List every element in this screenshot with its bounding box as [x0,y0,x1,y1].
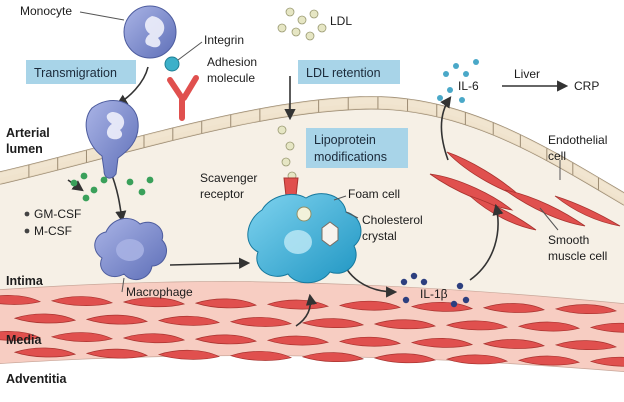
transmigration-text: Transmigration [34,66,117,80]
label-gm-csf: GM-CSF [34,207,81,221]
media-muscle-cell [229,351,293,361]
leader-integrin [177,41,203,61]
arrow-to-il6 [440,96,452,161]
label-endothelial-2: cell [548,149,566,163]
label-smooth-2: muscle cell [548,249,607,263]
media-muscle-cell [554,340,618,351]
label-macrophage: Macrophage [126,285,193,299]
box-lipoprotein-modifications: Lipoprotein modifications [306,128,408,168]
media-muscle-cell [482,303,546,313]
media-muscle-cell [445,320,509,331]
label-lumen: lumen [6,142,43,156]
bullet-gm-csf [24,211,30,217]
cholesterol-crystal [321,221,339,247]
leader-smooth [539,207,559,231]
label-adventitia: Adventitia [6,372,67,386]
media-muscle-cell [157,349,221,360]
box-transmigration: Transmigration [26,60,136,84]
transmigrating-monocyte [85,100,139,179]
media-muscle-cell [50,296,114,306]
media-muscle-cell [589,322,624,333]
label-smooth-1: Smooth [548,233,589,247]
label-scavenger-2: receptor [200,187,244,201]
adhesion-molecule [167,75,199,121]
label-arterial: Arterial [6,126,50,140]
il6-dots [437,59,479,103]
media-muscle-cell [85,348,149,359]
media-muscle-cell [0,295,42,305]
monocyte-cell [123,5,177,59]
ldl-particles [277,7,327,181]
media-muscle-cell [301,352,365,362]
media-muscle-cell [266,335,330,346]
label-ldl: LDL [330,14,352,28]
media-muscle-cell [229,317,293,327]
media-muscle-cell [589,356,624,367]
media-muscle-cell [85,314,149,325]
label-adhesion-2: molecule [207,71,255,85]
media-muscle-cell [122,333,186,344]
leader-macrophage [121,277,125,293]
media-muscle-cell [194,334,258,345]
label-integrin: Integrin [204,33,244,47]
media-muscle-cell [482,339,546,349]
arrow-media-to-foam [295,293,317,327]
media-muscle-cell [157,315,221,326]
leader-foam [333,195,347,201]
media-muscle-cell [0,331,42,341]
label-monocyte: Monocyte [20,4,72,18]
arrow-il1b-up [469,203,504,281]
label-foam-cell: Foam cell [348,187,400,201]
bullet-m-csf [24,228,30,234]
label-liver: Liver [514,67,540,81]
media-muscle-cell [13,313,77,324]
ldl-retention-text: LDL retention [306,66,381,80]
label-il6: IL-6 [458,79,479,93]
csf-cytokine-dots [70,172,154,202]
il1b-dots [400,272,470,308]
label-cholesterol-1: Cholesterol [362,213,423,227]
endothelium-fill [0,96,624,205]
label-intima: Intima [6,274,44,288]
media-muscle-cell [338,336,402,347]
label-media: Media [6,333,42,347]
media-muscle-cell [338,300,402,311]
media-muscle-cell [194,298,258,309]
media-smooth-muscle-cells [0,295,624,367]
label-cholesterol-2: crystal [362,229,397,243]
label-m-csf: M-CSF [34,224,72,238]
media-muscle-cell [122,297,186,308]
media-muscle-cell [301,318,365,328]
foam-cell [247,193,362,284]
label-crp: CRP [574,79,599,93]
adventitia-layer [0,356,624,402]
media-muscle-cell [373,353,437,364]
integrin-molecule [164,56,180,72]
box-ldl-retention: LDL retention [298,60,400,84]
label-adhesion-1: Adhesion [207,55,257,69]
label-endothelial-1: Endothelial [548,133,607,147]
lipoprotein-text: Lipoprotein [314,133,376,147]
label-il1b: IL-1β [420,287,448,301]
media-muscle-cell [373,319,437,330]
media-muscle-cell [554,304,618,315]
media-muscle-cell [517,321,581,332]
arrow-macrophage-to-foam [169,257,251,269]
media-muscle-cell [410,338,474,348]
media-muscle-cell [50,332,114,342]
label-scavenger-1: Scavenger [200,171,257,185]
media-muscle-cell [445,354,509,365]
leader-monocyte [79,11,125,21]
modifications-text: modifications [314,150,387,164]
macrophage-cell [94,217,167,281]
media-muscle-cell [13,347,77,358]
media-muscle-cell [517,355,581,366]
